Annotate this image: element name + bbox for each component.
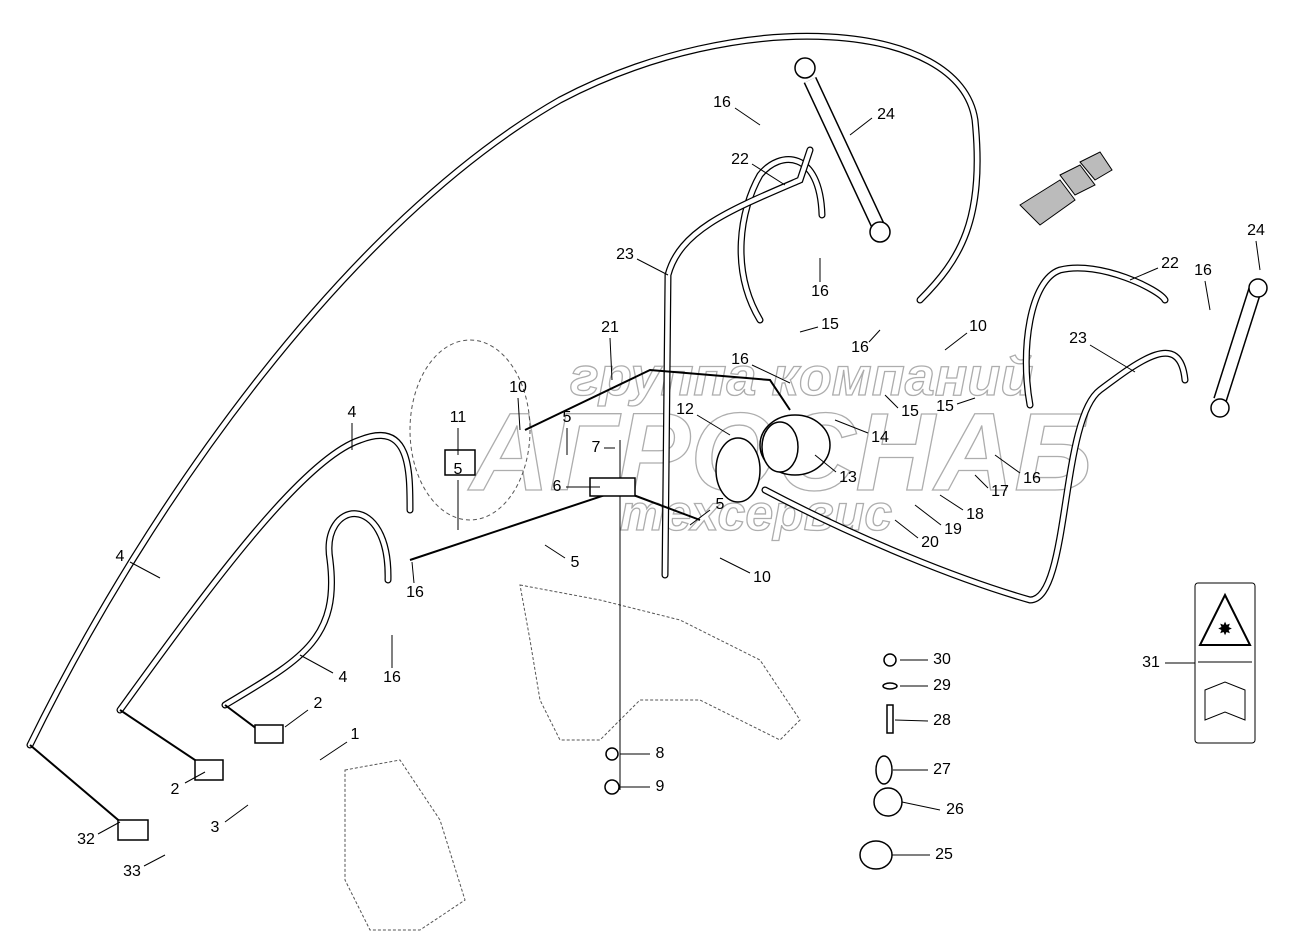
clamp-12 [715, 437, 761, 503]
callout-20: 20 [921, 534, 939, 551]
hydraulic-cylinder-24-right [1210, 278, 1268, 418]
callout-16: 16 [851, 339, 869, 356]
callout-5: 5 [716, 496, 725, 513]
callout-13: 13 [839, 469, 857, 486]
callout-9: 9 [656, 778, 665, 795]
callout-10: 10 [753, 569, 771, 586]
callout-10: 10 [969, 318, 987, 335]
nut-9 [604, 779, 620, 795]
callout-23: 23 [616, 246, 634, 263]
callout-16: 16 [731, 351, 749, 368]
clamp-26 [873, 787, 903, 817]
coupling-2b [254, 724, 284, 744]
callout-32: 32 [77, 831, 95, 848]
callout-28: 28 [933, 712, 951, 729]
callout-15: 15 [821, 316, 839, 333]
travel-direction-arrow-icon [1019, 151, 1113, 226]
callout-10: 10 [509, 379, 527, 396]
callout-5: 5 [563, 409, 572, 426]
warning-decal-31: ✸ [1194, 582, 1256, 744]
explosion-glyph: ✸ [1217, 619, 1232, 640]
callout-5: 5 [571, 554, 580, 571]
callout-14: 14 [871, 429, 889, 446]
callout-15: 15 [936, 398, 954, 415]
callout-7: 7 [592, 439, 601, 456]
filter-13 [759, 414, 831, 476]
read-manual-icon [1204, 681, 1246, 721]
callout-25: 25 [935, 846, 953, 863]
callout-1: 1 [351, 726, 360, 743]
nut-30 [883, 653, 897, 667]
explosion-warning-icon [1198, 592, 1252, 646]
callout-31: 31 [1142, 654, 1160, 671]
callout-2: 2 [314, 695, 323, 712]
watermark-logo-icon [409, 339, 531, 521]
callout-26: 26 [946, 801, 964, 818]
callout-16: 16 [1023, 470, 1041, 487]
callout-23: 23 [1069, 330, 1087, 347]
callout-27: 27 [933, 761, 951, 778]
callout-22: 22 [731, 151, 749, 168]
callout-16: 16 [713, 94, 731, 111]
callout-4: 4 [116, 548, 125, 565]
hoses [26, 32, 1189, 831]
axle-outline [344, 584, 801, 931]
callout-19: 19 [944, 521, 962, 538]
watermark: группа компаний АГРОСНАБ техсервис [409, 339, 1093, 542]
washer-29 [882, 682, 898, 690]
callouts: 16 24 22 23 16 15 16 10 22 16 24 23 21 1… [77, 94, 1265, 880]
callout-12: 12 [676, 401, 694, 418]
callout-11: 11 [450, 409, 467, 426]
sleeve-25 [859, 840, 893, 870]
callout-30: 30 [933, 651, 951, 668]
callout-33: 33 [123, 863, 141, 880]
callout-24: 24 [877, 106, 895, 123]
callout-17: 17 [991, 483, 1009, 500]
coupling-2a [194, 759, 224, 781]
callout-16: 16 [1194, 262, 1212, 279]
clip-27 [875, 755, 893, 785]
callout-18: 18 [966, 506, 984, 523]
washer-8 [605, 747, 619, 761]
callout-15: 15 [901, 403, 919, 420]
coupling-32 [117, 819, 149, 841]
callout-16: 16 [383, 669, 401, 686]
callout-22: 22 [1161, 255, 1179, 272]
bolt-28 [886, 704, 894, 734]
callout-24: 24 [1247, 222, 1265, 239]
callout-4: 4 [348, 404, 357, 421]
hydraulic-cylinder-24-left [794, 57, 891, 243]
callout-8: 8 [656, 745, 665, 762]
callout-16: 16 [811, 283, 829, 300]
callout-16: 16 [406, 584, 424, 601]
callout-21: 21 [601, 319, 619, 336]
callout-2: 2 [171, 781, 180, 798]
callout-6: 6 [553, 478, 562, 495]
callout-4: 4 [339, 669, 348, 686]
callout-5: 5 [454, 461, 463, 478]
watermark-line1: группа компаний [570, 347, 1033, 407]
coupling-11 [444, 449, 476, 476]
callout-3: 3 [211, 819, 220, 836]
callout-29: 29 [933, 677, 951, 694]
